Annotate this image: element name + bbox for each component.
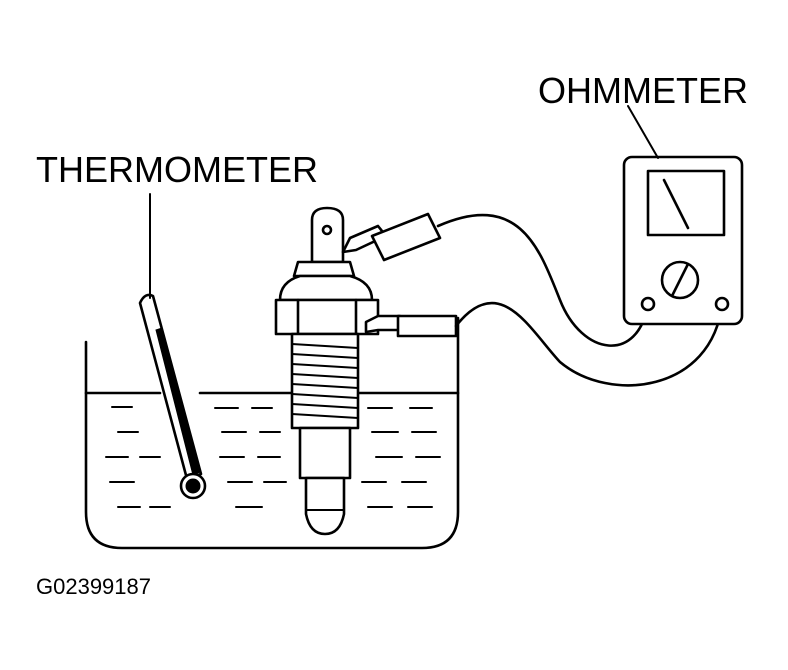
temperature-sensor [274, 206, 380, 536]
test-leads [341, 212, 724, 387]
ohmmeter-label: OHMMETER [538, 70, 748, 111]
ohmmeter [622, 155, 744, 326]
thermometer-label: THERMOMETER [36, 149, 318, 190]
figure-id: G02399187 [36, 574, 151, 599]
water-container [84, 316, 460, 550]
thermometer [138, 293, 207, 500]
ohmmeter-leader-line [627, 105, 659, 159]
water-ripples [105, 406, 441, 508]
